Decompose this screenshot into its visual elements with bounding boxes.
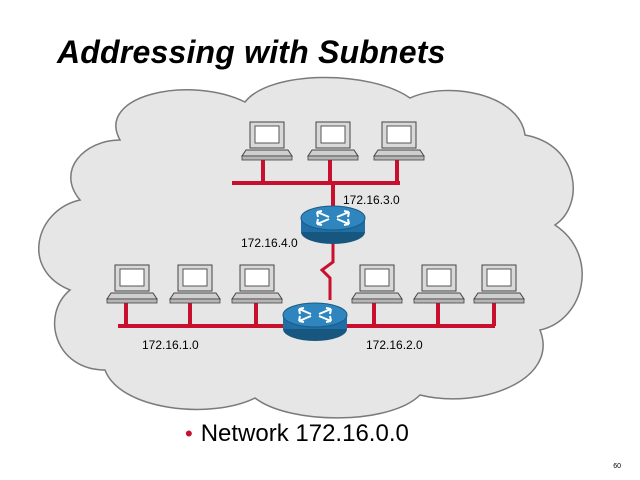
- bullet-item: • Network 172.16.0.0: [185, 420, 409, 448]
- pc-icon: [307, 121, 359, 161]
- bullet-text: Network 172.16.0.0: [200, 420, 409, 447]
- pc-icon: [413, 264, 465, 304]
- pc-icon: [106, 264, 158, 304]
- pc-icon: [373, 121, 425, 161]
- network-label-right: 172.16.2.0: [366, 338, 423, 352]
- router-icon: [300, 205, 366, 245]
- serial-link: [319, 240, 335, 300]
- network-label-left: 172.16.1.0: [142, 338, 199, 352]
- page-number: 60: [613, 463, 621, 470]
- router-icon: [282, 302, 348, 342]
- network-label-top: 172.16.3.0: [343, 193, 400, 207]
- pc-icon: [231, 264, 283, 304]
- pc-icon: [169, 264, 221, 304]
- bullet-icon: •: [185, 421, 193, 446]
- ethernet-segment-top: [232, 160, 400, 212]
- network-label-serial: 172.16.4.0: [241, 236, 298, 250]
- pc-icon: [351, 264, 403, 304]
- slide-title: Addressing with Subnets: [57, 34, 446, 70]
- pc-icon: [241, 121, 293, 161]
- pc-icon: [473, 264, 525, 304]
- cloud-shape: [38, 76, 583, 419]
